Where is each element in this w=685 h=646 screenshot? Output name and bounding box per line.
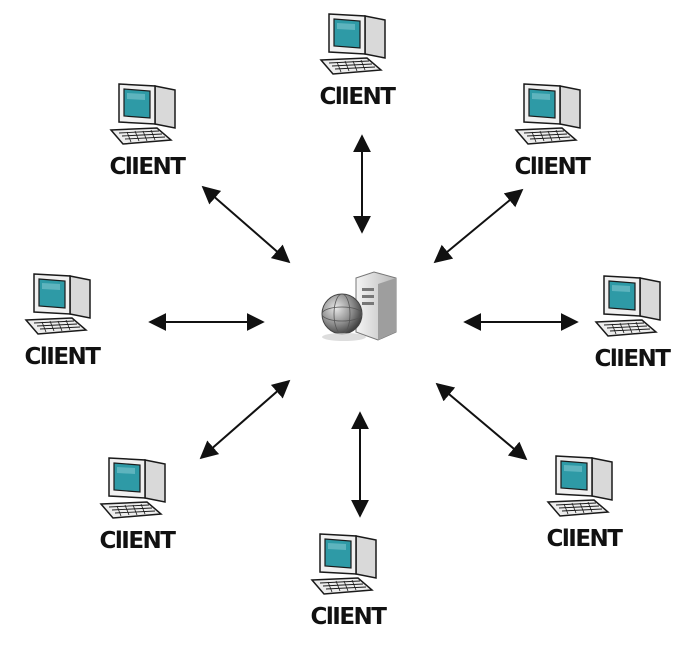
computer-icon — [99, 457, 166, 519]
client-label: ClIENT — [310, 604, 387, 630]
client-bottom-left: ClIENT — [85, 454, 189, 566]
computer-icon — [546, 455, 613, 517]
client-bottom-right: ClIENT — [532, 452, 636, 564]
client-top: ClIENT — [305, 10, 409, 122]
computer-icon — [514, 83, 581, 145]
arrow-bottom-right — [435, 382, 528, 461]
client-top-right: ClIENT — [500, 80, 604, 192]
client-label: ClIENT — [99, 528, 176, 554]
client-label: ClIENT — [594, 346, 671, 372]
arrow-top-left — [201, 185, 291, 264]
client-left: ClIENT — [10, 270, 114, 382]
client-bottom: ClIENT — [296, 530, 400, 642]
client-label: ClIENT — [109, 154, 186, 180]
computer-icon — [109, 83, 176, 145]
client-right: ClIENT — [580, 272, 684, 384]
arrow-bottom-left — [199, 379, 291, 460]
client-label: ClIENT — [514, 154, 591, 180]
computer-icon — [594, 275, 661, 337]
computer-icon — [319, 13, 386, 75]
client-label: ClIENT — [546, 526, 623, 552]
computer-icon — [24, 273, 91, 335]
client-top-left: ClIENT — [95, 80, 199, 192]
server-globe-icon — [321, 271, 397, 341]
client-label: ClIENT — [319, 84, 396, 110]
client-label: ClIENT — [24, 344, 101, 370]
computer-icon — [310, 533, 377, 595]
arrow-top-right — [433, 188, 524, 264]
